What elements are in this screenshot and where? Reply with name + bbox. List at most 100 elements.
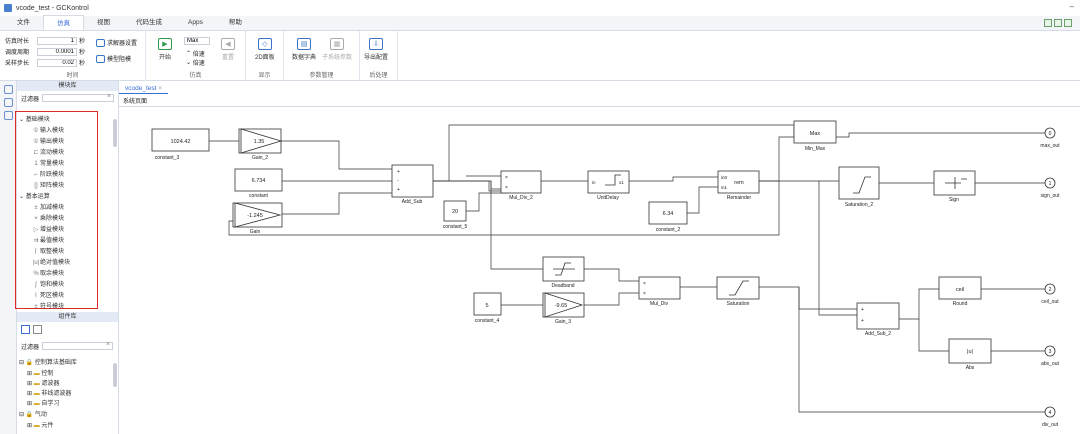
menu-simulation[interactable]: 仿真 xyxy=(43,15,84,30)
component-item[interactable]: ⊞ ▬ 自学习 xyxy=(27,401,60,407)
ceil-out-label: ceil_out xyxy=(1041,299,1059,305)
component-item[interactable]: ⊟ 🔒 控制算法基础库 xyxy=(19,360,77,366)
block-mul-div[interactable] xyxy=(638,276,681,300)
tree-item[interactable]: ⇉最值模块 xyxy=(33,238,65,244)
library-scrollbar[interactable] xyxy=(113,119,117,147)
model-canvas[interactable]: vcode_test × 系统页面 xyxy=(119,81,1080,434)
tree-item[interactable]: ▷增益模块 xyxy=(33,227,65,233)
library-filter-input[interactable]: × xyxy=(42,93,114,102)
speed-input[interactable] xyxy=(184,37,210,45)
tree-item[interactable]: []矩阵模块 xyxy=(32,180,64,189)
speed-select[interactable] xyxy=(184,37,210,45)
layout-icon[interactable] xyxy=(1044,19,1052,27)
panel-icon[interactable] xyxy=(1054,19,1062,27)
start-button[interactable]: ▶ 开始 xyxy=(158,38,172,61)
menu-file[interactable]: 文件 xyxy=(17,19,30,26)
tree-item[interactable]: ±符号模块 xyxy=(32,301,64,310)
sub-param-button[interactable]: ▦ 子系统参数 xyxy=(322,38,352,61)
panel-2d-button[interactable]: ◇ 2D面板 xyxy=(255,38,275,61)
sched-label: 调度周期 xyxy=(5,50,30,56)
fast-button[interactable]: ⌃ 倍速 xyxy=(186,49,205,58)
block-saturation[interactable] xyxy=(716,276,760,300)
slow-button[interactable]: ⌄ 倍速 xyxy=(186,58,205,67)
sim-time-input[interactable] xyxy=(37,36,77,45)
abs-out-label: abs_out xyxy=(1041,361,1059,367)
component-item[interactable]: ⊞ ▬ 非线滤波器 xyxy=(27,391,72,397)
clear-icon[interactable]: × xyxy=(106,93,111,100)
block-constant-5[interactable] xyxy=(443,200,467,222)
block-constant-4[interactable] xyxy=(473,292,502,316)
outport-ceil-out[interactable] xyxy=(1044,283,1056,295)
outport-sign-out[interactable] xyxy=(1044,177,1056,189)
block-constant-2[interactable] xyxy=(648,201,688,225)
model-button[interactable]: 模型阻模 xyxy=(96,54,131,63)
outport-div-out[interactable] xyxy=(1044,406,1056,418)
grid-view-icon[interactable] xyxy=(21,325,30,334)
tree-item[interactable]: %取余模块 xyxy=(33,271,65,277)
menu-help[interactable]: 帮助 xyxy=(228,19,242,26)
component-item[interactable]: ⊞ ▬ 元件 xyxy=(27,423,54,429)
clear-icon[interactable]: × xyxy=(105,341,110,348)
tree-item[interactable]: ①输出模块 xyxy=(33,139,65,145)
cube-icon[interactable] xyxy=(4,85,13,94)
reset-button[interactable]: ◀ 重置 xyxy=(221,38,235,61)
sign-out-label: sign_out xyxy=(1041,193,1061,199)
hierarchy-icon[interactable] xyxy=(4,111,13,120)
tree-item[interactable]: ±加减模块 xyxy=(32,202,64,211)
block-min-max[interactable] xyxy=(793,120,837,144)
block-mul-div-2[interactable] xyxy=(500,170,542,194)
block-add-sub-2[interactable] xyxy=(856,302,900,330)
menu-codegen[interactable]: 代码生成 xyxy=(136,19,162,26)
step-input[interactable] xyxy=(37,58,77,67)
tree-group-basic[interactable]: ⌄ 基础模块 xyxy=(19,117,50,123)
component-item[interactable]: ⊞ ▬ 滤波器 xyxy=(27,381,60,387)
components-scrollbar[interactable] xyxy=(113,363,117,387)
block-add-sub[interactable] xyxy=(391,164,434,198)
block-constant-3[interactable] xyxy=(151,128,210,152)
outport-max-out[interactable] xyxy=(1044,127,1056,139)
components-filter-input[interactable]: × xyxy=(42,341,113,350)
tree-item[interactable]: ⌇死区模块 xyxy=(32,290,64,299)
block-gain-shape xyxy=(234,202,282,228)
data-dict-icon: ▤ xyxy=(297,38,311,50)
block-constant[interactable] xyxy=(234,168,283,192)
block-round[interactable] xyxy=(938,276,982,300)
block-saturation-2[interactable] xyxy=(838,166,880,200)
panel-2d-label: 2D面板 xyxy=(255,55,275,61)
block-unitdelay[interactable] xyxy=(587,170,630,194)
menu-apps[interactable]: Apps xyxy=(188,19,203,26)
menu-view[interactable]: 视图 xyxy=(97,19,110,26)
block-abs[interactable] xyxy=(948,338,992,364)
block-remainder[interactable] xyxy=(717,170,760,194)
sched-input[interactable] xyxy=(37,47,77,56)
data-dict-button[interactable]: ▤ 数据字典 xyxy=(292,38,316,61)
block-gain[interactable] xyxy=(232,202,283,228)
round-label: Round xyxy=(953,301,968,307)
export-config-button[interactable]: ⇩ 导出配置 xyxy=(364,38,388,61)
tree-group-ops[interactable]: ⌄ 基本运算 xyxy=(19,194,50,200)
tree-item[interactable]: ⌐阶跃模块 xyxy=(32,169,64,178)
solver-settings-button[interactable]: 求解器设置 xyxy=(96,38,137,47)
component-item[interactable]: ⊟ 🔒 气动 xyxy=(19,412,47,418)
settings-icon[interactable] xyxy=(1064,19,1072,27)
tab-vcode-test[interactable]: vcode_test × xyxy=(119,84,169,94)
outport-abs-out[interactable] xyxy=(1044,345,1056,357)
tree-item[interactable]: ∫饱和模块 xyxy=(32,279,64,288)
layers-icon[interactable] xyxy=(4,98,13,107)
list-view-icon[interactable] xyxy=(33,325,42,334)
tree-item[interactable]: ①输入模块 xyxy=(33,128,65,134)
tree-item[interactable]: ⌈取整模块 xyxy=(32,246,64,255)
tree-item[interactable]: |u|绝对值模块 xyxy=(32,260,71,266)
tree-item[interactable]: ⊏流动模块 xyxy=(33,150,65,156)
window-title: vcode_test - GCKontrol xyxy=(16,4,89,12)
block-gain-2[interactable] xyxy=(238,128,282,154)
folder-icon: ▬ xyxy=(33,391,40,397)
lock-icon: 🔒 xyxy=(25,360,34,366)
block-gain-3[interactable] xyxy=(542,292,585,318)
unitdelay-in: in xyxy=(592,180,596,185)
component-item[interactable]: ⊞ ▬ 控制 xyxy=(27,371,54,377)
tree-item[interactable]: ×乘除模块 xyxy=(32,213,64,222)
minimize-icon[interactable]: – xyxy=(1069,2,1074,11)
close-icon[interactable]: × xyxy=(158,85,163,92)
